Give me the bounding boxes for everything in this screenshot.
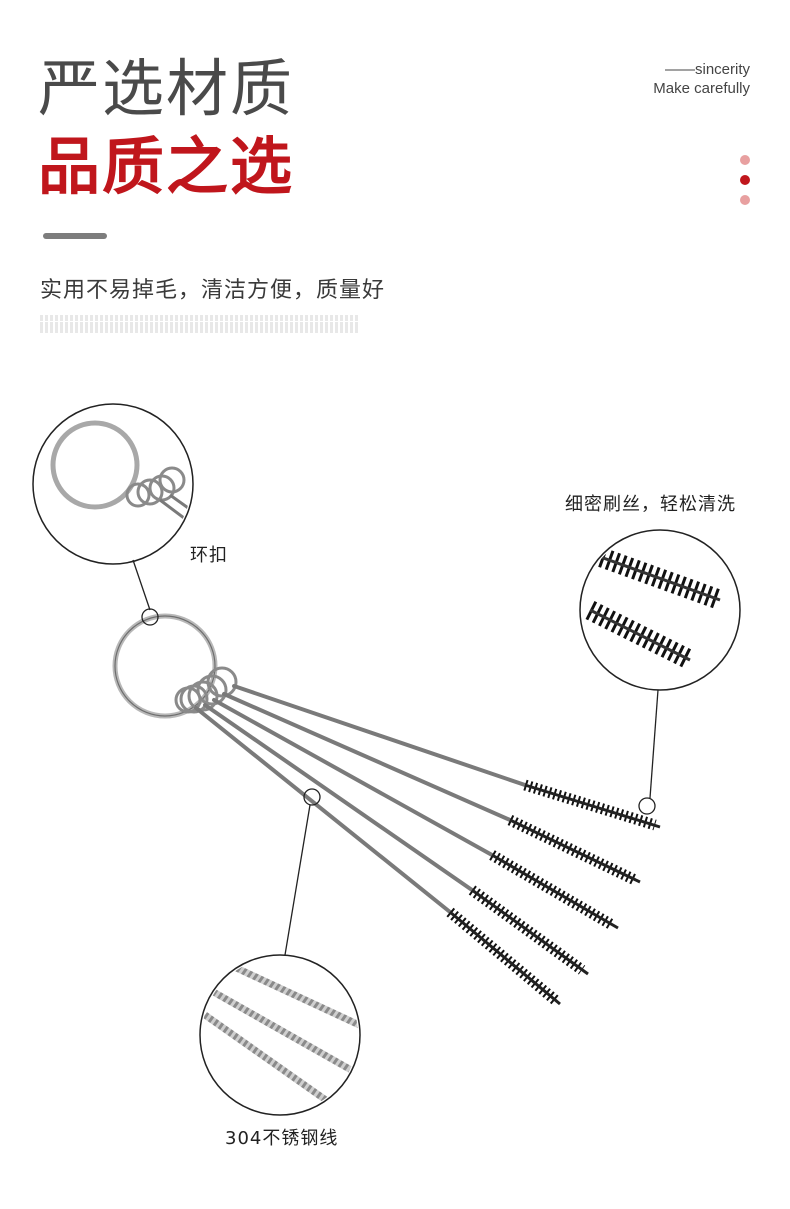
key-ring [112,613,238,719]
ring-callout [32,403,194,626]
title-divider [43,233,107,239]
page-title: 严选材质 [38,52,295,125]
decorative-fineprint [40,315,360,333]
dot-light [740,195,750,205]
wire-label: 304不锈钢线 [225,1128,339,1149]
dot-light [740,155,750,165]
dot-dark [740,175,750,185]
slogan-line-1: ——sincerity [664,61,750,78]
brush-wires [194,684,527,914]
bristle-label: 细密刷丝，轻松清洗 [565,494,736,515]
page-subtitle: 品质之选 [38,130,295,203]
wire-callout [199,788,361,1116]
decorative-dots [740,155,750,215]
slogan: ——sincerity Make carefully [653,60,750,98]
bristle-callout [579,529,741,815]
slogan-line-2: Make carefully [653,80,750,97]
ring-label: 环扣 [190,545,228,566]
tagline: 实用不易掉毛，清洁方便，质量好 [40,278,386,303]
